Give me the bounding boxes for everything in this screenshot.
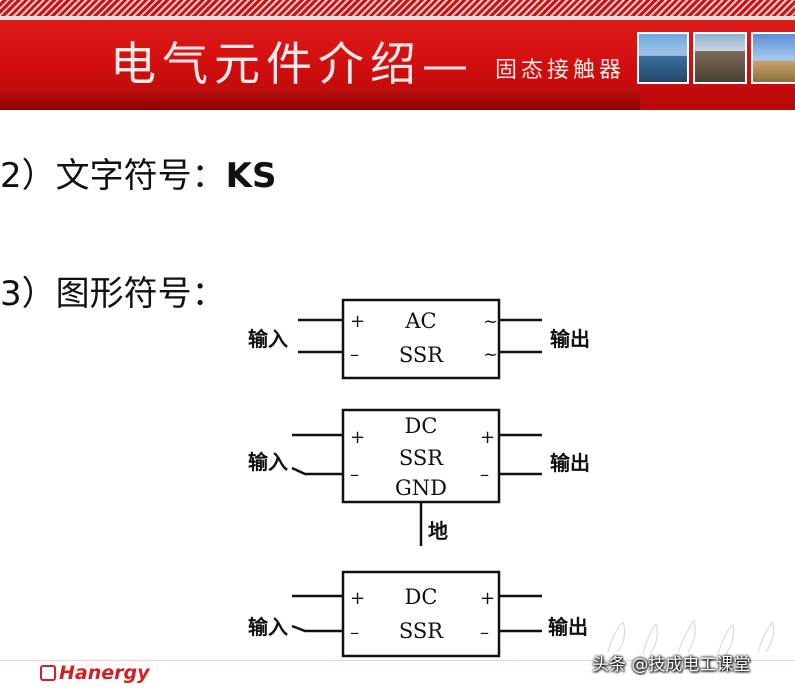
hanergy-logo: Hanergy xyxy=(40,662,150,684)
dc-minus-out: – xyxy=(480,622,489,643)
ac-ssr-label: SSR xyxy=(399,343,444,367)
dc-gnd-plus-out: + xyxy=(480,427,495,448)
dc-plus-in: + xyxy=(350,588,365,609)
ssr-symbols-svg: + – ~ ~ AC SSR 输入 输出 + – + – DC SSR GND … xyxy=(248,298,590,658)
ac-ssr-box xyxy=(341,298,501,380)
dc-output-label: 输出 xyxy=(548,615,588,639)
dc-gnd-minus-in: – xyxy=(350,464,359,485)
text-symbol-label: 2）文字符号： xyxy=(0,156,226,196)
ac-plus-sign: + xyxy=(350,311,365,332)
dc-gnd-dc-label: DC xyxy=(405,414,438,438)
dc-gnd-gnd-label: GND xyxy=(395,476,447,500)
dc-ssr-box xyxy=(341,570,501,658)
ssr-symbol-diagram: + – ~ ~ AC SSR 输入 输出 + – + – DC SSR GND … xyxy=(230,290,620,660)
graphic-symbol-line: 3）图形符号： xyxy=(0,274,226,314)
hanergy-mark-icon xyxy=(40,665,56,681)
ground-label: 地 xyxy=(428,519,448,543)
dc-gnd-plus-in: + xyxy=(350,427,365,448)
footer-divider xyxy=(0,660,795,661)
source-watermark: 头条 @技成电工课堂 xyxy=(592,655,751,675)
dc-plus-out: + xyxy=(480,588,495,609)
dc-input-minus-wire xyxy=(291,624,343,633)
banner-stripe-pattern xyxy=(0,0,795,16)
banner-bottom-band xyxy=(0,88,640,110)
solar-panel-photo xyxy=(637,32,689,84)
wind-turbine-photo xyxy=(751,32,795,84)
dc-gnd-input-minus-wire xyxy=(291,466,343,476)
hanergy-logo-text: Hanergy xyxy=(59,662,150,684)
ac-minus-sign: – xyxy=(350,344,359,365)
dc-label: DC xyxy=(405,585,438,609)
ac-input-label: 输入 xyxy=(248,327,288,351)
dc-input-label: 输入 xyxy=(248,615,288,639)
slide-title: 电气元件介绍— xyxy=(110,37,474,91)
slide-subtitle: 固态接触器 xyxy=(495,58,626,83)
ac-label: AC xyxy=(404,309,436,333)
text-symbol-line: 2）文字符号：KS xyxy=(0,148,276,197)
leaf-decoration-icon xyxy=(607,619,775,655)
dc-gnd-minus-out: – xyxy=(480,464,489,485)
dc-minus-in: – xyxy=(350,622,359,643)
text-symbol-code: KS xyxy=(225,156,277,196)
dc-gnd-input-label: 输入 xyxy=(248,450,288,474)
dc-gnd-output-label: 输出 xyxy=(550,451,590,475)
ac-output-label: 输出 xyxy=(550,327,590,351)
header-banner: 电气元件介绍— 固态接触器 xyxy=(0,0,795,110)
banner-stripe-edge xyxy=(0,16,795,20)
dam-photo xyxy=(693,32,747,84)
ac-tilde-1: ~ xyxy=(483,311,498,332)
ac-tilde-2: ~ xyxy=(483,344,498,365)
dc-gnd-ssr-label: SSR xyxy=(399,446,444,470)
dc-ssr-label: SSR xyxy=(399,619,444,643)
